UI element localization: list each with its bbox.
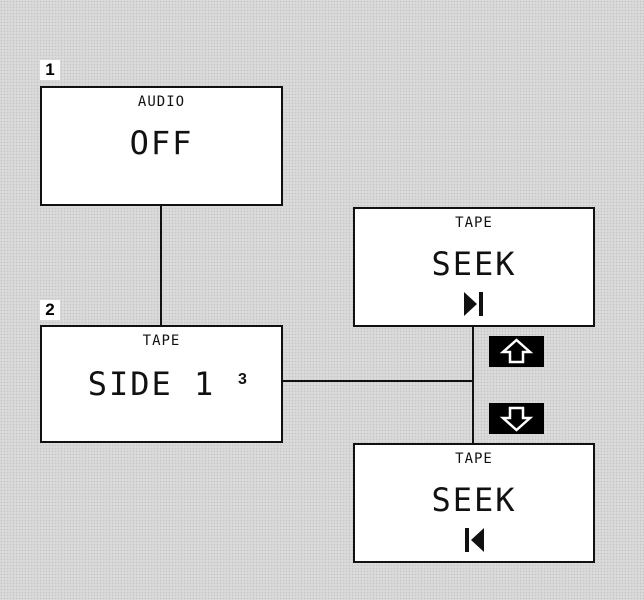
seek-back-value: SEEK <box>431 481 517 519</box>
tape-side-label: TAPE <box>142 333 181 349</box>
step-1-badge: 1 <box>40 60 60 80</box>
connector-audio-to-side <box>160 205 162 326</box>
tape-seek-forward-box: TAPE SEEK <box>353 207 595 327</box>
skip-forward-icon <box>462 291 486 321</box>
seek-forward-value: SEEK <box>431 245 517 283</box>
tape-side-box: TAPE SIDE 1 3 <box>40 325 283 443</box>
audio-value: OFF <box>129 124 194 162</box>
up-arrow-icon <box>489 336 544 367</box>
connector-side-to-bus <box>281 380 474 382</box>
seek-forward-label: TAPE <box>455 215 493 231</box>
up-arrow-button[interactable] <box>489 336 544 367</box>
down-arrow-icon <box>489 403 544 434</box>
skip-back-icon <box>462 527 486 557</box>
tape-seek-back-box: TAPE SEEK <box>353 443 595 563</box>
audio-label: AUDIO <box>137 94 186 110</box>
seek-back-label: TAPE <box>455 451 493 467</box>
audio-off-box: AUDIO OFF <box>40 86 283 206</box>
connector-vertical-bus <box>472 326 474 445</box>
reference-number-3: 3 <box>238 371 247 388</box>
tape-side-value: SIDE 1 <box>87 365 216 403</box>
down-arrow-button[interactable] <box>489 403 544 434</box>
step-2-badge: 2 <box>40 300 60 320</box>
